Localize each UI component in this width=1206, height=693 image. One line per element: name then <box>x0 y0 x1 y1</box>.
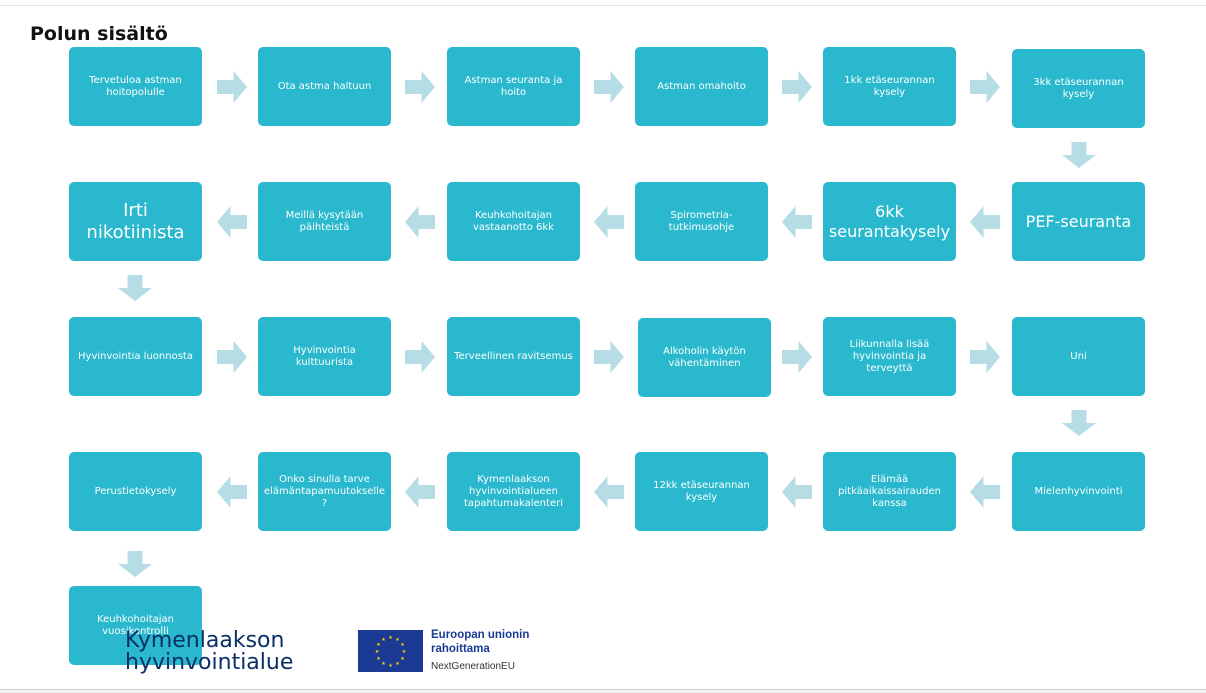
arrow-left-row4-5 <box>970 476 1000 508</box>
step-monitoring-care: Astman seuranta ja hoito <box>447 47 580 126</box>
step-followup-12kk: 12kk etäseurannan kysely <box>635 452 768 531</box>
arrow-right-row3-1 <box>217 341 247 373</box>
arrow-right-row1-2 <box>405 71 435 103</box>
organization-logo-line2: hyvinvointialue <box>125 650 294 675</box>
step-wellbeing-culture: Hyvinvointia kulttuurista <box>258 317 391 396</box>
step-lifestyle-change: Onko sinulla tarve elämäntapamuutokselle… <box>258 452 391 531</box>
page-title: Polun sisältö <box>30 23 168 45</box>
step-spirometry: Spirometria-tutkimusohje <box>635 182 768 261</box>
eu-funding-line1: Euroopan unionin <box>431 629 530 641</box>
svg-text:★: ★ <box>381 661 386 667</box>
arrow-right-row3-3 <box>594 341 624 373</box>
step-followup-1kk: 1kk etäseurannan kysely <box>823 47 956 126</box>
svg-text:★: ★ <box>395 637 400 643</box>
svg-text:★: ★ <box>388 635 393 641</box>
step-exercise-wellbeing: Liikunnalla lisää hyvinvointia ja tervey… <box>823 317 956 396</box>
bottom-border <box>0 689 1206 693</box>
step-background-survey: Perustietokysely <box>69 452 202 531</box>
arrow-left-row4-4 <box>782 476 812 508</box>
arrow-left-row2-3 <box>594 206 624 238</box>
arrow-left-row2-5 <box>970 206 1000 238</box>
step-wellbeing-nature: Hyvinvointia luonnosta <box>69 317 202 396</box>
top-border <box>0 0 1206 6</box>
eu-program-text: NextGenerationEU <box>431 661 515 672</box>
arrow-right-row3-2 <box>405 341 435 373</box>
arrow-left-row2-4 <box>782 206 812 238</box>
arrow-left-row4-3 <box>594 476 624 508</box>
step-followup-3kk: 3kk etäseurannan kysely <box>1012 49 1145 128</box>
step-take-control: Ota astma haltuun <box>258 47 391 126</box>
svg-text:★: ★ <box>395 661 400 667</box>
step-mental-wellbeing: Mielenhyvinvointi <box>1012 452 1145 531</box>
arrow-left-row4-2 <box>405 476 435 508</box>
arrow-left-row4-1 <box>217 476 247 508</box>
arrow-down-3 <box>1062 410 1096 436</box>
step-self-care: Astman omahoito <box>635 47 768 126</box>
arrow-down-1 <box>1062 142 1096 168</box>
arrow-right-row1-1 <box>217 71 247 103</box>
organization-logo-line1: Kymenlaakson <box>125 628 285 653</box>
svg-text:★: ★ <box>402 649 407 655</box>
arrow-right-row1-4 <box>782 71 812 103</box>
step-reduce-alcohol: Alkoholin käytön vähentäminen <box>638 318 771 397</box>
svg-text:★: ★ <box>376 656 381 662</box>
eu-flag-icon: ★ ★ ★ ★ ★ ★ ★ ★ ★ ★ ★ ★ <box>358 630 423 672</box>
step-healthy-nutrition: Terveellinen ravitsemus <box>447 317 580 396</box>
arrow-right-row1-3 <box>594 71 624 103</box>
svg-text:★: ★ <box>400 642 405 648</box>
arrow-down-2 <box>118 275 152 301</box>
step-nurse-visit-6kk: Keuhkohoitajan vastaanotto 6kk <box>447 182 580 261</box>
arrow-left-row2-2 <box>405 206 435 238</box>
svg-text:★: ★ <box>381 637 386 643</box>
step-followup-6kk: 6kk seurantakysely <box>823 182 956 261</box>
step-welcome: Tervetuloa astman hoitopolulle <box>69 47 202 126</box>
step-substance-questions: Meillä kysytään päihteistä <box>258 182 391 261</box>
arrow-right-row3-5 <box>970 341 1000 373</box>
svg-text:★: ★ <box>376 642 381 648</box>
step-pef-monitoring: PEF-seuranta <box>1012 182 1145 261</box>
step-life-chronic-illness: Elämää pitkäaikaissairauden kanssa <box>823 452 956 531</box>
arrow-right-row3-4 <box>782 341 812 373</box>
svg-text:★: ★ <box>375 649 380 655</box>
step-quit-nicotine: Irti nikotiinista <box>69 182 202 261</box>
svg-text:★: ★ <box>400 656 405 662</box>
eu-funding-text: Euroopan unionin rahoittama <box>431 628 529 656</box>
step-nurse-annual-checkup: Keuhkohoitajan vuosikontrolli <box>69 586 202 665</box>
arrow-right-row1-5 <box>970 71 1000 103</box>
step-event-calendar: Kymenlaakson hyvinvointialueen tapahtuma… <box>447 452 580 531</box>
eu-funding-line2: rahoittama <box>431 643 490 655</box>
arrow-left-row2-1 <box>217 206 247 238</box>
arrow-down-4 <box>118 551 152 577</box>
step-sleep: Uni <box>1012 317 1145 396</box>
svg-text:★: ★ <box>388 663 393 669</box>
